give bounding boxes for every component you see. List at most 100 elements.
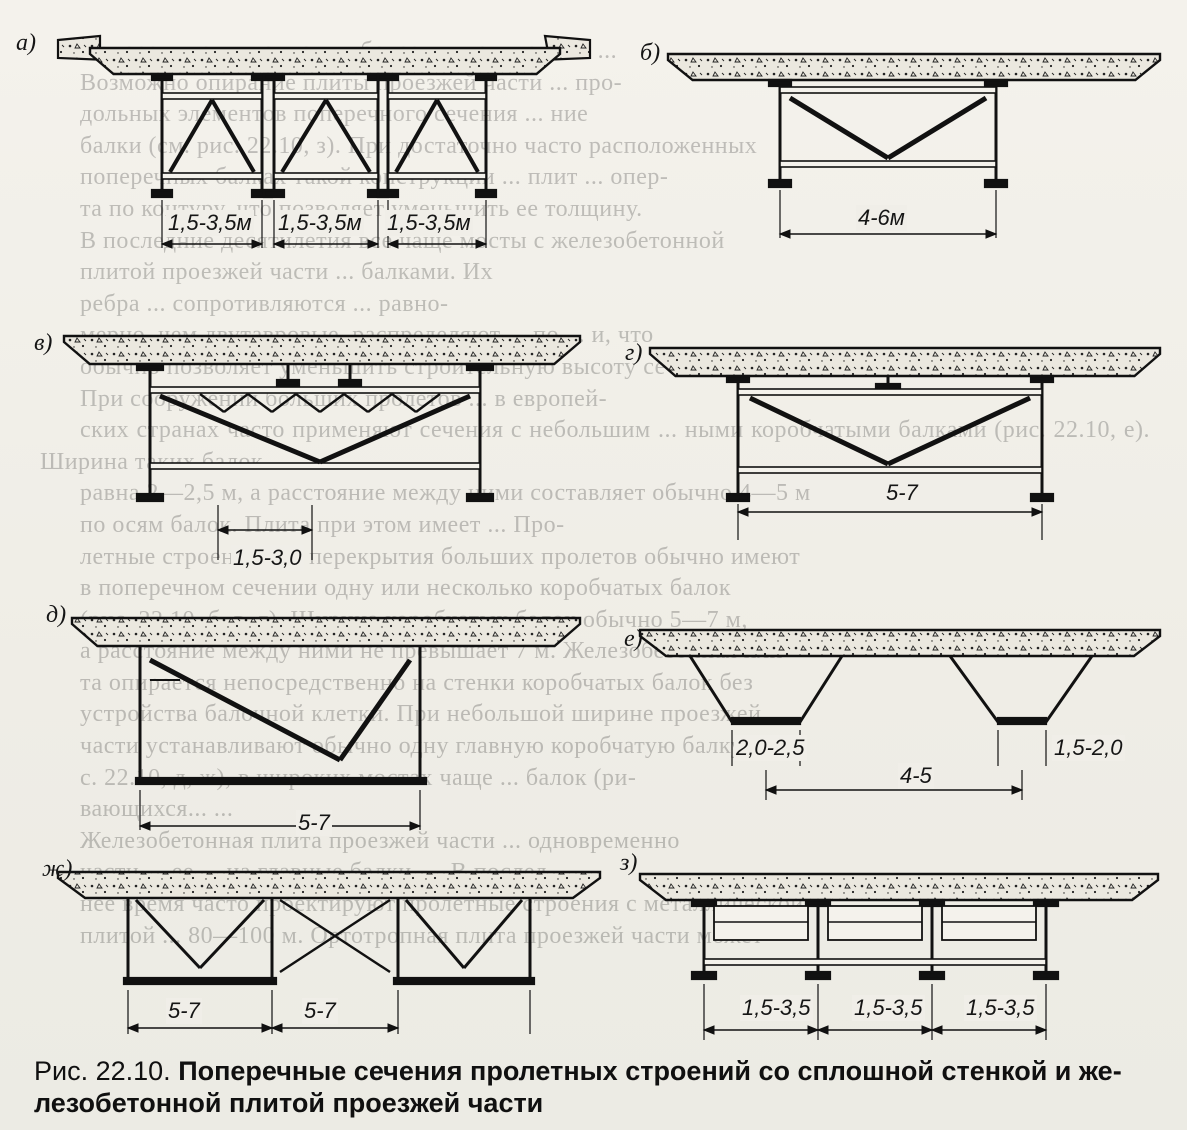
diagonal-brace bbox=[788, 95, 890, 161]
arrow-head bbox=[764, 785, 777, 795]
transverse-beam-0 bbox=[713, 905, 809, 941]
arrow-head bbox=[930, 1025, 943, 1035]
dim-e-1: 2,0-2,5 bbox=[734, 735, 807, 761]
dim-v-1: 1,5-3,0 bbox=[231, 545, 304, 571]
girder-a-5-top-flange bbox=[474, 72, 498, 82]
diagonal-brace bbox=[210, 98, 256, 174]
bottom-tie-z bbox=[703, 958, 1047, 966]
top-strut-a-0 bbox=[161, 92, 263, 100]
dim-e-2: 1,5-2,0 bbox=[1052, 735, 1125, 761]
stringer-flange-1 bbox=[337, 378, 363, 388]
girder-a-4-bottom-flange bbox=[376, 188, 400, 199]
deck-slab-v bbox=[62, 334, 582, 366]
girder-g-right-top-flange bbox=[1029, 374, 1055, 384]
girder-g-left-top-flange bbox=[725, 374, 751, 384]
girder-g-left-bottom-flange bbox=[725, 492, 751, 503]
girder-v-right-bottom-flange bbox=[465, 492, 495, 503]
girder-z-3-top-flange bbox=[1032, 898, 1060, 908]
bottom-strut-a-1 bbox=[273, 172, 379, 180]
dim-a-2: 1,5-3,5м bbox=[276, 210, 364, 236]
background-text-line: равна 2—2,5 м, а расстояние между ними с… bbox=[80, 480, 811, 507]
arrow-head bbox=[387, 1023, 400, 1033]
girder-v-right-top-flange bbox=[465, 362, 495, 372]
girder-v-left-top-flange bbox=[135, 362, 165, 372]
girder-b-left-bottom-flange bbox=[767, 178, 793, 189]
box-bottom-plate-1 bbox=[392, 976, 536, 986]
background-text-line: части устанавливают обычно одну главную … bbox=[80, 733, 793, 760]
diagonal-brace bbox=[394, 99, 439, 173]
background-text-line: ребра ... сопротивляются ... равно- bbox=[80, 290, 449, 317]
dim-zh-1: 5-7 bbox=[166, 998, 202, 1024]
girder-b-right-top-flange bbox=[983, 78, 1009, 88]
deck-slab-z bbox=[638, 872, 1160, 902]
truss-diagonal bbox=[391, 393, 417, 413]
girder-z-0-bottom-flange bbox=[690, 970, 718, 981]
arrow-head bbox=[921, 1025, 934, 1035]
panel-label-zh: ж) bbox=[42, 856, 73, 882]
dim-a-1: 1,5-3,5м bbox=[166, 210, 254, 236]
girder-a-0-top-flange bbox=[150, 72, 174, 82]
stringer-flange-0 bbox=[275, 378, 301, 388]
background-text-line: по осям балок. Плита при этом имеет ... … bbox=[80, 511, 565, 538]
bottom-flange-left bbox=[730, 716, 802, 726]
diagonal-brace bbox=[280, 98, 328, 174]
diagonal-brace bbox=[337, 658, 413, 762]
cross-brace bbox=[279, 898, 391, 974]
background-text-line: в поперечном сечении одну или несколько … bbox=[80, 575, 732, 602]
transverse-beam-2 bbox=[941, 905, 1037, 941]
background-text-line: летные строения для перекрытия больших п… bbox=[80, 543, 801, 570]
section-d bbox=[70, 616, 582, 831]
deck-slab-d bbox=[70, 616, 582, 648]
truss-diagonal bbox=[295, 393, 321, 413]
top-strut-a-1 bbox=[273, 92, 379, 100]
diagonal-brace bbox=[318, 393, 472, 465]
arrow-head bbox=[386, 239, 399, 249]
background-text-line: вающихся... ... bbox=[80, 796, 234, 823]
diagonal-brace bbox=[134, 898, 202, 970]
girder-z-1-bottom-flange bbox=[804, 970, 832, 981]
deck-slab-b bbox=[666, 52, 1162, 82]
diagonal-brace bbox=[198, 898, 266, 970]
arrow-head bbox=[301, 525, 314, 535]
dim-z-1: 1,5-3,5 bbox=[740, 995, 813, 1021]
girder-a-0-bottom-flange bbox=[150, 188, 174, 199]
panel-label-d: д) bbox=[46, 602, 67, 628]
box-bottom-plate-0 bbox=[122, 976, 278, 986]
girder-a-2-top-flange bbox=[262, 72, 286, 82]
arrow-head bbox=[1011, 785, 1024, 795]
background-text-line: плитой ... 80—100 м. Ортотропная плита п… bbox=[80, 922, 764, 949]
arrow-head bbox=[702, 1025, 715, 1035]
arrow-head bbox=[138, 821, 151, 831]
bottom-strut-v bbox=[149, 462, 481, 470]
arrow-head bbox=[475, 239, 488, 249]
diagonal-brace bbox=[886, 395, 1032, 467]
diagonal-brace bbox=[159, 393, 321, 465]
section-z bbox=[638, 872, 1160, 1040]
dim-zh-2: 5-7 bbox=[302, 998, 338, 1024]
top-strut-a-2 bbox=[387, 92, 487, 100]
dim-e-3: 4-5 bbox=[898, 763, 934, 789]
arrow-head bbox=[160, 239, 173, 249]
panel-label-v: в) bbox=[34, 330, 53, 356]
arrow-head bbox=[1035, 1025, 1048, 1035]
girder-z-2-bottom-flange bbox=[918, 970, 946, 981]
caption-number: Рис. 22.10. bbox=[34, 1056, 171, 1086]
bottom-strut-g bbox=[737, 466, 1043, 474]
girder-z-0-top-flange bbox=[690, 898, 718, 908]
background-text-line: Железобетонная плита проезжей части ... … bbox=[80, 827, 680, 854]
top-strut-v bbox=[149, 386, 481, 394]
section-g bbox=[648, 346, 1162, 540]
bottom-plate-d bbox=[134, 776, 428, 786]
truss-diagonal bbox=[343, 393, 369, 413]
arrow-head bbox=[985, 229, 998, 239]
section-b bbox=[666, 52, 1162, 239]
background-text-line: плитой проезжей части ... балками. Их bbox=[80, 259, 494, 286]
section-a bbox=[56, 34, 592, 249]
figure-caption: Рис. 22.10. Поперечные сечения пролетных… bbox=[34, 1055, 1144, 1119]
diagonal-brace bbox=[404, 899, 466, 969]
arrow-head bbox=[367, 239, 380, 249]
arrow-head bbox=[736, 507, 749, 517]
trapezoid-box-right bbox=[948, 655, 1094, 724]
diagonal-brace bbox=[886, 95, 988, 161]
arrow-head bbox=[270, 1023, 283, 1033]
